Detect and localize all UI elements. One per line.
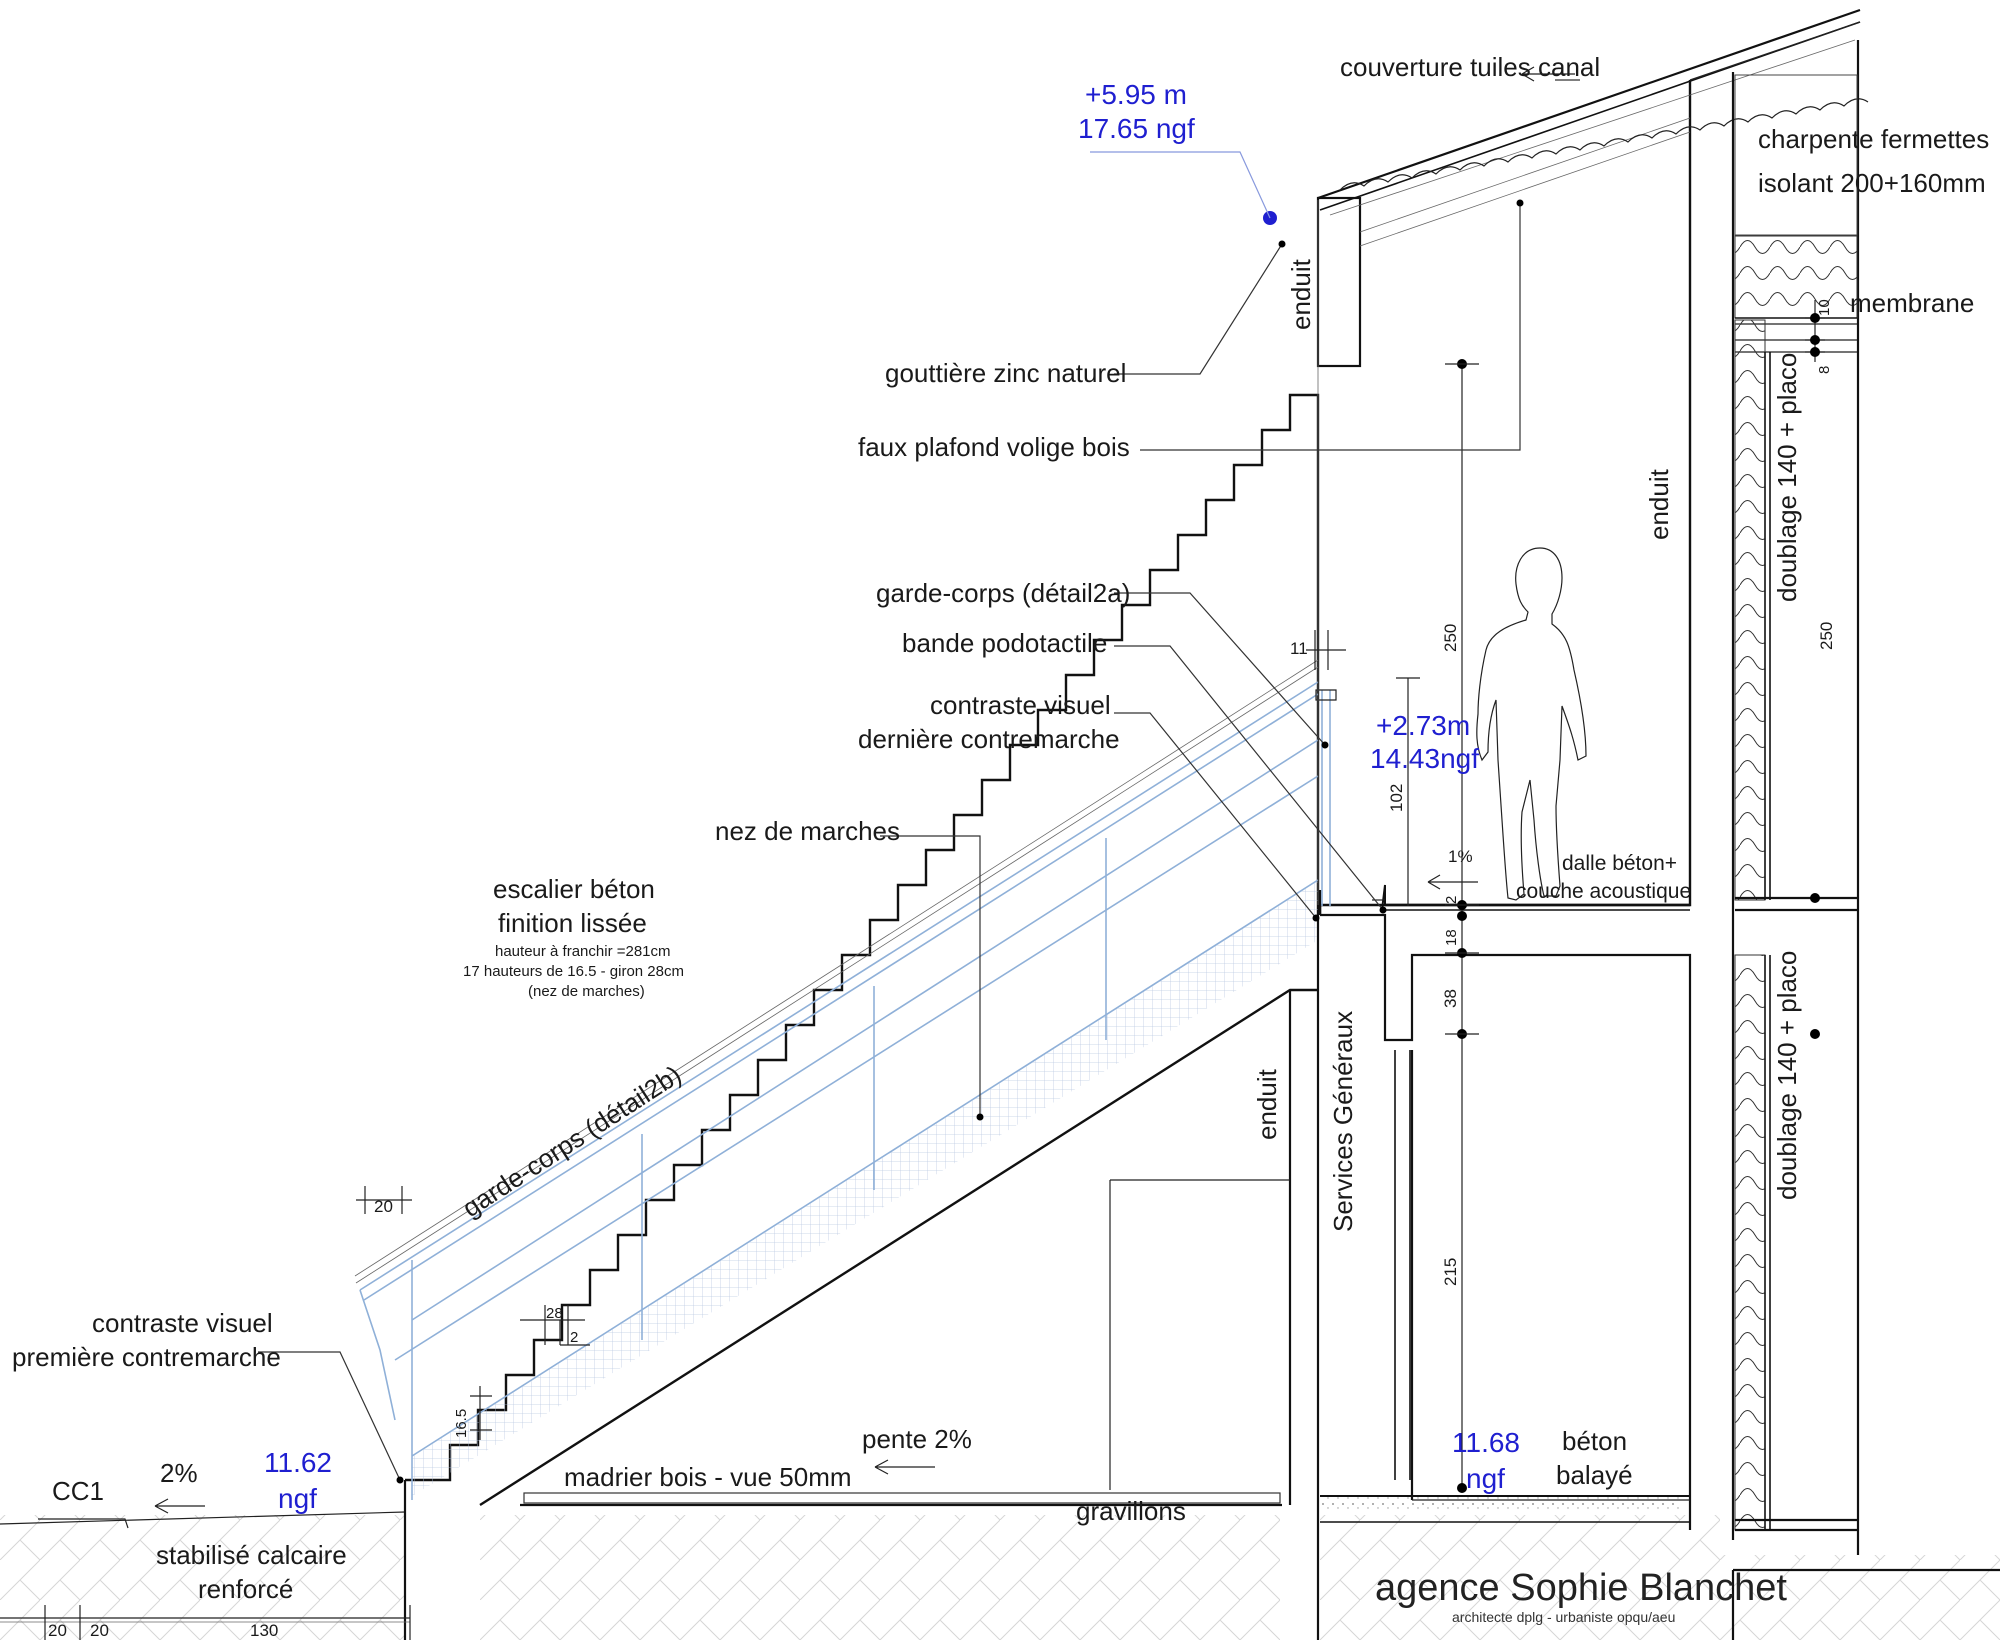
label-beton-1: béton — [1562, 1426, 1627, 1456]
label-doublage-lower: doublage 140 + placo — [1772, 951, 1802, 1200]
level-top-2: 17.65 ngf — [1078, 113, 1195, 144]
label-stair-3: hauteur à franchir =281cm — [495, 943, 671, 960]
label-contrast-last-2: dernière contremarche — [858, 724, 1120, 754]
level-mid-2: 14.43ngf — [1370, 743, 1479, 774]
label-ceiling: faux plafond volige bois — [858, 432, 1130, 462]
slope-arrows — [154, 66, 1575, 1514]
dimension-texts: 250 102 2 18 38 215 11 20 28 2 16.5 10 8… — [48, 299, 1836, 1640]
label-guard-b: garde-corps (détail2b) — [457, 1059, 687, 1223]
dim-11: 11 — [1290, 639, 1308, 658]
label-enduit-upper: enduit — [1644, 468, 1674, 540]
label-dalle-1: dalle béton+ — [1562, 852, 1677, 875]
label-cc1: CC1 — [52, 1476, 104, 1506]
label-tactile: bande podotactile — [902, 628, 1107, 658]
label-contrast-last-1: contraste visuel — [930, 690, 1111, 720]
agency-subtitle: architecte dplg - urbaniste opqu/aeu — [1452, 1609, 1675, 1625]
dim-28: 28 — [546, 1305, 563, 1322]
label-roof-frame-1: charpente fermettes — [1758, 124, 1989, 154]
label-enduit-parapet: enduit — [1286, 258, 1316, 330]
label-nosing: nez de marches — [715, 816, 900, 846]
label-stair-4: 17 hauteurs de 16.5 - giron 28cm — [463, 963, 684, 980]
dim-bottom-130: 130 — [250, 1621, 278, 1640]
label-stair-1: escalier béton — [493, 874, 655, 904]
label-stabilise-2: renforcé — [198, 1574, 293, 1604]
label-gutter: gouttière zinc naturel — [885, 358, 1126, 388]
dim-38: 38 — [1441, 989, 1460, 1008]
label-stabilise-1: stabilisé calcaire — [156, 1540, 347, 1570]
label-services: Services Généraux — [1328, 1011, 1358, 1232]
label-roof-frame-2: isolant 200+160mm — [1758, 168, 1986, 198]
dim-215: 215 — [1441, 1258, 1460, 1286]
dim-20: 20 — [374, 1197, 393, 1216]
labels: couverture tuiles canal charpente fermet… — [12, 52, 1989, 1625]
dim-8: 8 — [1816, 366, 1833, 374]
vertical-dimensions — [0, 300, 1825, 1640]
leader-lines — [258, 79, 1580, 1484]
lower-building — [1109, 913, 1692, 1640]
label-membrane: membrane — [1850, 288, 1974, 318]
dim-102: 102 — [1387, 784, 1406, 812]
dim-10: 10 — [1816, 299, 1833, 316]
label-stair-2: finition lissée — [498, 908, 647, 938]
label-madrier: madrier bois - vue 50mm — [564, 1462, 852, 1492]
dim-2: 2 — [1443, 896, 1460, 904]
level-ground2-1: 11.68 — [1452, 1427, 1520, 1458]
level-top-1: +5.95 m — [1085, 79, 1187, 110]
right-wall — [1731, 74, 2000, 1640]
label-enduit-lower: enduit — [1252, 1068, 1282, 1140]
label-one-pct: 1% — [1448, 847, 1473, 866]
label-slope-pct: 2% — [160, 1458, 198, 1488]
agency-logo-text: agence Sophie Blanchet — [1375, 1567, 1787, 1609]
dim-2b: 2 — [570, 1329, 578, 1346]
person-silhouette — [1476, 547, 1587, 901]
dim-18: 18 — [1443, 929, 1460, 946]
stair-railing — [354, 659, 1319, 1500]
dim-bottom-20b: 20 — [90, 1621, 109, 1640]
level-markers — [1090, 151, 1385, 901]
label-contrast-first-2: première contremarche — [12, 1342, 281, 1372]
level-ground-1: 11.62 — [264, 1447, 332, 1478]
level-ground-2: ngf — [278, 1483, 317, 1514]
roof — [1317, 8, 1869, 1555]
label-contrast-first-1: contraste visuel — [92, 1308, 273, 1338]
label-stair-5: (nez de marches) — [528, 983, 645, 1000]
dim-250-right: 250 — [1817, 622, 1836, 650]
label-gravillons: gravillons — [1076, 1496, 1186, 1526]
level-mid-1: +2.73m — [1376, 710, 1470, 741]
level-texts: +5.95 m 17.65 ngf +2.73m 14.43ngf 11.62 … — [264, 79, 1520, 1514]
dim-bottom-20a: 20 — [48, 1621, 67, 1640]
dim-250: 250 — [1441, 624, 1460, 652]
label-beton-2: balayé — [1556, 1460, 1633, 1490]
dim-16-5: 16.5 — [453, 1409, 470, 1438]
label-pente: pente 2% — [862, 1424, 972, 1454]
label-roof-cover: couverture tuiles canal — [1340, 52, 1600, 82]
upper-floor — [1315, 80, 1692, 915]
label-dalle-2: couche acoustique — [1516, 880, 1691, 903]
label-doublage-upper: doublage 140 + placo — [1772, 353, 1802, 602]
label-guard-a: garde-corps (détail2a) — [876, 578, 1130, 608]
level-ground2-2: ngf — [1466, 1463, 1505, 1494]
